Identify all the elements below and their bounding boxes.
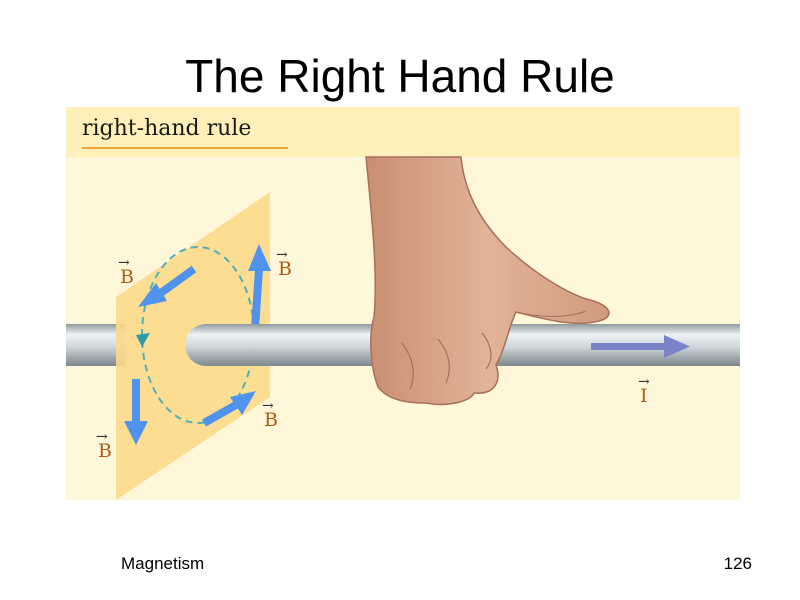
field-arrow-bottom-right bbox=[202, 391, 256, 427]
vector-arrow-icon: → bbox=[96, 429, 108, 445]
figure-header: right-hand rule bbox=[66, 107, 740, 157]
footer-topic: Magnetism bbox=[121, 554, 205, 573]
field-label-top-right: → B bbox=[276, 247, 292, 280]
vector-arrow-icon: → bbox=[262, 398, 274, 414]
page-number: 126 bbox=[723, 554, 752, 573]
diagram-svg bbox=[66, 156, 740, 500]
field-arrow-bottom-left bbox=[124, 379, 148, 445]
field-arrow-top-left bbox=[138, 265, 197, 307]
field-label-top-left: → B bbox=[118, 255, 134, 288]
slide-title: The Right Hand Rule bbox=[185, 50, 615, 102]
vector-arrow-icon: → bbox=[276, 247, 288, 263]
field-label-bottom-left: → B bbox=[96, 429, 112, 462]
right-hand-rule-figure: right-hand rule bbox=[66, 107, 740, 500]
hand-illustration bbox=[365, 156, 610, 406]
vector-arrow-icon: → bbox=[118, 255, 130, 271]
loop-direction-arrow bbox=[136, 333, 150, 347]
figure-caption: right-hand rule bbox=[82, 116, 252, 141]
field-arrow-top-right bbox=[248, 244, 271, 330]
field-label-bottom-right: → B bbox=[262, 398, 278, 431]
current-label: → I bbox=[638, 374, 650, 407]
caption-underline bbox=[82, 147, 288, 149]
vector-arrow-icon: → bbox=[638, 374, 650, 390]
current-arrow bbox=[591, 335, 690, 358]
